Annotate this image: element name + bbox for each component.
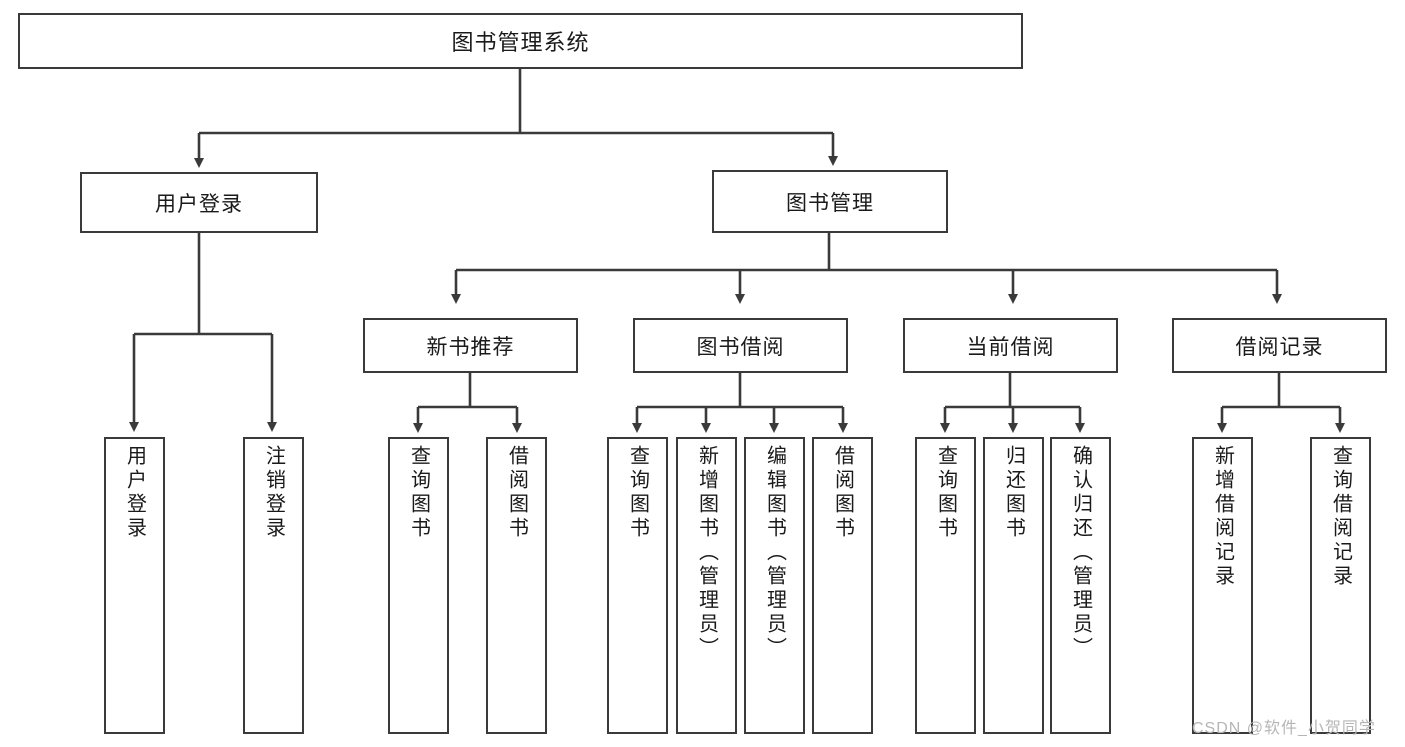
- node-new-book-recommend[interactable]: 新书推荐: [363, 318, 578, 373]
- leaf-add-book-admin[interactable]: 新增图书（管理员）: [676, 437, 737, 734]
- node-user-login[interactable]: 用户登录: [80, 172, 318, 233]
- node-borrow-record[interactable]: 借阅记录: [1172, 318, 1387, 373]
- node-label: 归还图书: [1002, 445, 1025, 541]
- node-label: 借阅图书: [505, 445, 528, 541]
- node-current-borrow[interactable]: 当前借阅: [903, 318, 1118, 373]
- node-label: 图书借阅: [696, 335, 785, 359]
- node-label: 查询图书: [407, 445, 430, 541]
- node-label: 新增借阅记录: [1211, 445, 1234, 589]
- node-label: 用户登录: [155, 192, 243, 216]
- leaf-edit-book-admin[interactable]: 编辑图书（管理员）: [744, 437, 805, 734]
- leaf-borrow-book-recommend[interactable]: 借阅图书: [486, 437, 547, 734]
- leaf-query-book-borrow[interactable]: 查询图书: [607, 437, 668, 734]
- leaf-borrow-book[interactable]: 借阅图书: [812, 437, 873, 734]
- leaf-logout[interactable]: 注销登录: [243, 437, 304, 734]
- node-label: 查询借阅记录: [1329, 445, 1352, 589]
- node-label: 新书推荐: [426, 335, 515, 359]
- node-label: 查询图书: [934, 445, 957, 541]
- leaf-user-login[interactable]: 用户登录: [104, 437, 165, 734]
- node-label: 当前借阅: [966, 335, 1055, 359]
- node-label: 编辑图书（管理员）: [763, 445, 786, 661]
- node-label: 注销登录: [262, 445, 285, 541]
- node-book-management[interactable]: 图书管理: [712, 170, 948, 233]
- leaf-return-book[interactable]: 归还图书: [983, 437, 1044, 734]
- node-label: 查询图书: [626, 445, 649, 541]
- leaf-query-borrow-record[interactable]: 查询借阅记录: [1310, 437, 1371, 734]
- leaf-add-borrow-record[interactable]: 新增借阅记录: [1192, 437, 1253, 734]
- node-label: 新增图书（管理员）: [695, 445, 718, 661]
- node-label: 图书管理系统: [451, 30, 590, 55]
- leaf-query-book-current[interactable]: 查询图书: [915, 437, 976, 734]
- node-label: 用户登录: [123, 445, 146, 541]
- node-label: 借阅图书: [831, 445, 854, 541]
- node-label: 确认归还（管理员）: [1069, 445, 1092, 661]
- leaf-query-book-recommend[interactable]: 查询图书: [388, 437, 449, 734]
- node-book-borrow[interactable]: 图书借阅: [633, 318, 848, 373]
- leaf-confirm-return-admin[interactable]: 确认归还（管理员）: [1050, 437, 1111, 734]
- node-label: 借阅记录: [1235, 335, 1324, 359]
- node-label: 图书管理: [786, 191, 874, 215]
- node-root[interactable]: 图书管理系统: [18, 13, 1023, 69]
